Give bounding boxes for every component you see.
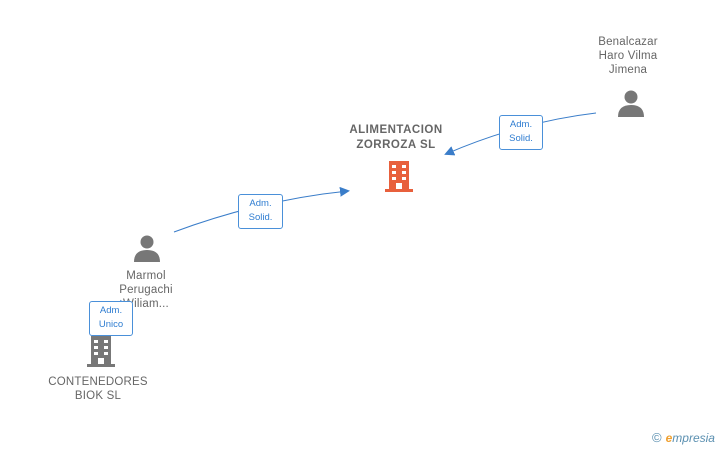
- relation-role: Adm.: [249, 198, 272, 209]
- main-company-label[interactable]: ALIMENTACION ZORROZA SL: [330, 123, 462, 153]
- brand-rest: mpresia: [672, 431, 715, 445]
- company-contenedores-label[interactable]: CONTENEDORES BIOK SL: [38, 375, 158, 403]
- building-icon[interactable]: [382, 159, 416, 193]
- copyright-icon: ©: [652, 430, 662, 445]
- company-contenedores-line2: BIOK SL: [74, 390, 122, 402]
- relation-type: Solid.: [509, 133, 533, 144]
- person-icon[interactable]: [132, 233, 162, 263]
- person-marmol-label[interactable]: Marmol Perugachi Wiliam...: [96, 269, 196, 311]
- person-benalcazar-line3: Jimena: [608, 64, 648, 76]
- main-company-name-line1: ALIMENTACION: [349, 124, 443, 136]
- person-icon[interactable]: [616, 88, 646, 118]
- person-marmol-line3: Wiliam...: [123, 298, 169, 310]
- company-contenedores-line1: CONTENEDORES: [48, 376, 148, 388]
- person-benalcazar-label[interactable]: Benalcazar Haro Vilma Jimena: [578, 35, 678, 77]
- relation-badge-marmol-contenedores[interactable]: Adm. Unico: [89, 301, 133, 336]
- person-benalcazar-line1: Benalcazar: [598, 36, 658, 48]
- relation-type: Unico: [98, 319, 124, 330]
- person-marmol-line1: Marmol: [126, 270, 166, 282]
- relation-badge-benalcazar[interactable]: Adm. Solid.: [499, 115, 543, 150]
- relation-type: Solid.: [248, 212, 273, 223]
- relation-badge-marmol-main[interactable]: Adm. Solid.: [238, 194, 283, 229]
- empresia-logo[interactable]: ©empresia: [652, 430, 715, 445]
- person-marmol-line2: Perugachi: [119, 284, 173, 296]
- relation-role: Adm.: [509, 119, 533, 130]
- relation-role: Adm.: [99, 305, 123, 316]
- building-icon[interactable]: [84, 334, 118, 368]
- person-benalcazar-line2: Haro Vilma: [598, 50, 658, 62]
- brand-e: e: [665, 431, 673, 445]
- main-company-name-line2: ZORROZA SL: [356, 139, 436, 151]
